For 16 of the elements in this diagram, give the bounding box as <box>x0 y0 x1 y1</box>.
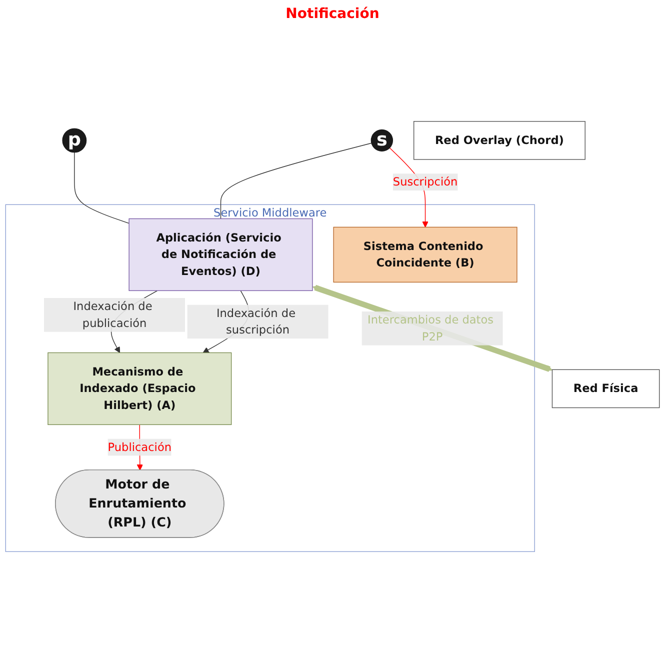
edge-label: Indexación de suscripción <box>216 306 296 336</box>
connector <box>220 142 372 220</box>
edge-label: Indexación de publicación <box>73 299 152 330</box>
node-box: Sistema Contenido Coincidente (B) <box>333 226 518 283</box>
node-box: Red Física <box>552 369 660 408</box>
edge-label: Suscripción <box>392 174 458 188</box>
edge-label: Intercambios de datos P2P <box>368 312 494 344</box>
node-circle: p <box>62 128 87 153</box>
node-box: Mecanismo de Indexado (Espacio Hilbert) (A) <box>48 352 232 426</box>
node-box: Red Overlay (Chord) <box>413 121 586 160</box>
edge-label: Publicación <box>108 440 172 454</box>
node-box: Aplicación (Servicio de Notificación de Eventos) (D) <box>128 218 313 292</box>
edge-note: Notificación <box>286 6 380 22</box>
node-circle: s <box>370 129 394 152</box>
connector <box>74 152 130 224</box>
arrow <box>312 284 552 372</box>
